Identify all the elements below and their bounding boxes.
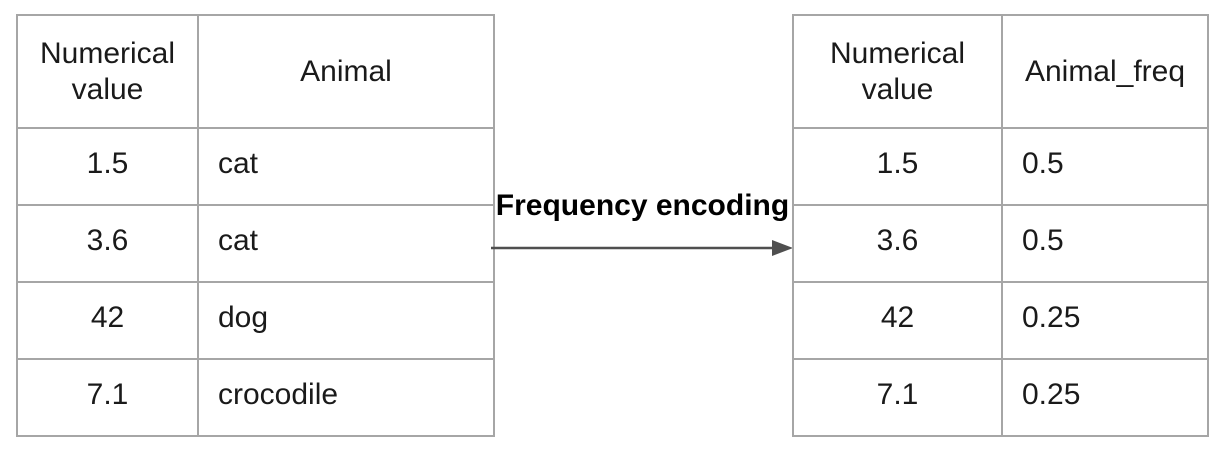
table-row: 3.6 0.5 bbox=[792, 204, 1209, 283]
header-cell-numerical-value: Numerical value bbox=[792, 14, 1003, 129]
cell-animal: dog bbox=[197, 281, 495, 360]
input-table-header-row: Numerical value Animal bbox=[16, 14, 495, 129]
cell-animal: cat bbox=[197, 204, 495, 283]
output-table-header-row: Numerical value Animal_freq bbox=[792, 14, 1209, 129]
table-row: 42 dog bbox=[16, 281, 495, 360]
cell-animal-freq: 0.5 bbox=[1001, 127, 1209, 206]
table-row: 7.1 crocodile bbox=[16, 358, 495, 437]
table-row: 7.1 0.25 bbox=[792, 358, 1209, 437]
header-cell-animal-freq: Animal_freq bbox=[1001, 14, 1209, 129]
cell-numerical-value: 3.6 bbox=[16, 204, 199, 283]
cell-animal-freq: 0.25 bbox=[1001, 281, 1209, 360]
cell-numerical-value: 42 bbox=[792, 281, 1003, 360]
table-row: 3.6 cat bbox=[16, 204, 495, 283]
header-cell-numerical-value: Numerical value bbox=[16, 14, 199, 129]
table-row: 1.5 0.5 bbox=[792, 127, 1209, 206]
transform-label: Frequency encoding bbox=[495, 189, 790, 222]
cell-animal-freq: 0.5 bbox=[1001, 204, 1209, 283]
cell-numerical-value: 7.1 bbox=[16, 358, 199, 437]
cell-numerical-value: 7.1 bbox=[792, 358, 1003, 437]
header-cell-animal: Animal bbox=[197, 14, 495, 129]
cell-animal-freq: 0.25 bbox=[1001, 358, 1209, 437]
input-table: Numerical value Animal 1.5 cat 3.6 cat 4… bbox=[16, 14, 495, 437]
table-row: 1.5 cat bbox=[16, 127, 495, 206]
cell-numerical-value: 1.5 bbox=[792, 127, 1003, 206]
cell-numerical-value: 1.5 bbox=[16, 127, 199, 206]
cell-animal: crocodile bbox=[197, 358, 495, 437]
cell-animal: cat bbox=[197, 127, 495, 206]
cell-numerical-value: 3.6 bbox=[792, 204, 1003, 283]
cell-numerical-value: 42 bbox=[16, 281, 199, 360]
output-table: Numerical value Animal_freq 1.5 0.5 3.6 … bbox=[792, 14, 1209, 437]
table-row: 42 0.25 bbox=[792, 281, 1209, 360]
right-arrow-icon bbox=[491, 240, 793, 256]
